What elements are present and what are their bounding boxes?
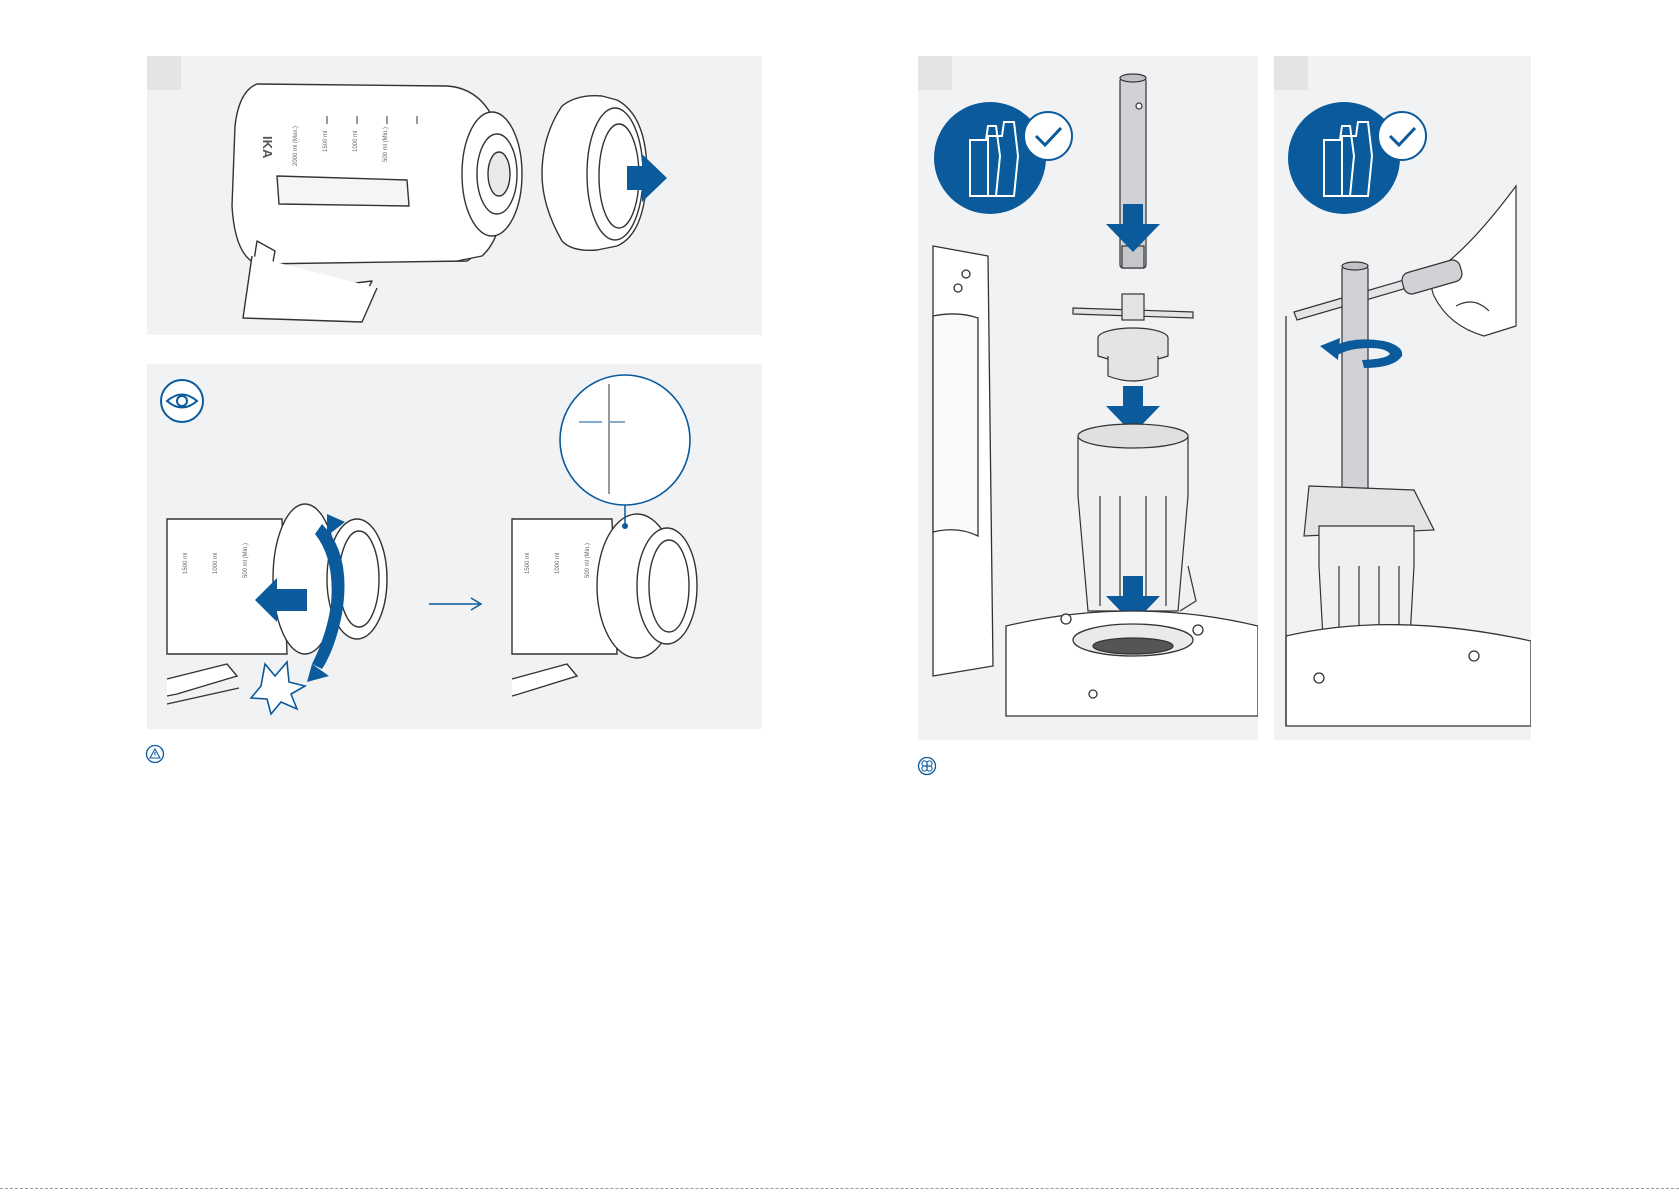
scale-mark: 2000 ml (Max.) <box>293 126 299 166</box>
blade-insertion-illustration <box>918 56 1258 740</box>
down-arrow-icon <box>1106 204 1160 252</box>
scale-mark: 1500 ml <box>525 553 531 574</box>
scale-mark: 500 ml (Min.) <box>243 543 249 578</box>
scale-mark: 500 ml (Min.) <box>383 127 389 162</box>
eye-icon <box>161 380 203 422</box>
tighten-blade-illustration <box>1274 56 1531 740</box>
scale-mark: 1500 ml <box>183 553 189 574</box>
brand-logo: IKA <box>260 136 275 159</box>
seal-alignment-illustration: 1500 ml 1000 ml 500 ml (Min.) 1500 ml 10… <box>147 364 762 729</box>
scale-mark: 500 ml (Min.) <box>585 543 591 578</box>
click-sound-icon <box>251 662 305 714</box>
figure-step-b: 1500 ml 1000 ml 500 ml (Min.) 1500 ml 10… <box>147 364 762 729</box>
scale-mark: 1000 ml <box>213 553 219 574</box>
warning-icon <box>145 744 165 764</box>
cut-line <box>0 1188 1679 1189</box>
figure-step-d <box>1274 56 1531 740</box>
gloves-check-icon <box>934 102 1072 214</box>
scale-mark: 1500 ml <box>323 131 329 152</box>
figure-step-a: IKA 2000 ml (Max.) 1500 ml 1000 ml 500 m… <box>147 56 762 335</box>
cleaning-icon <box>917 756 937 776</box>
scale-mark: 1000 ml <box>353 131 359 152</box>
gloves-check-icon <box>1288 102 1426 214</box>
detail-magnifier <box>560 375 690 529</box>
jug-with-seal-illustration: IKA 2000 ml (Max.) 1500 ml 1000 ml 500 m… <box>147 56 762 335</box>
figure-step-c <box>918 56 1258 740</box>
scale-mark: 1000 ml <box>555 553 561 574</box>
